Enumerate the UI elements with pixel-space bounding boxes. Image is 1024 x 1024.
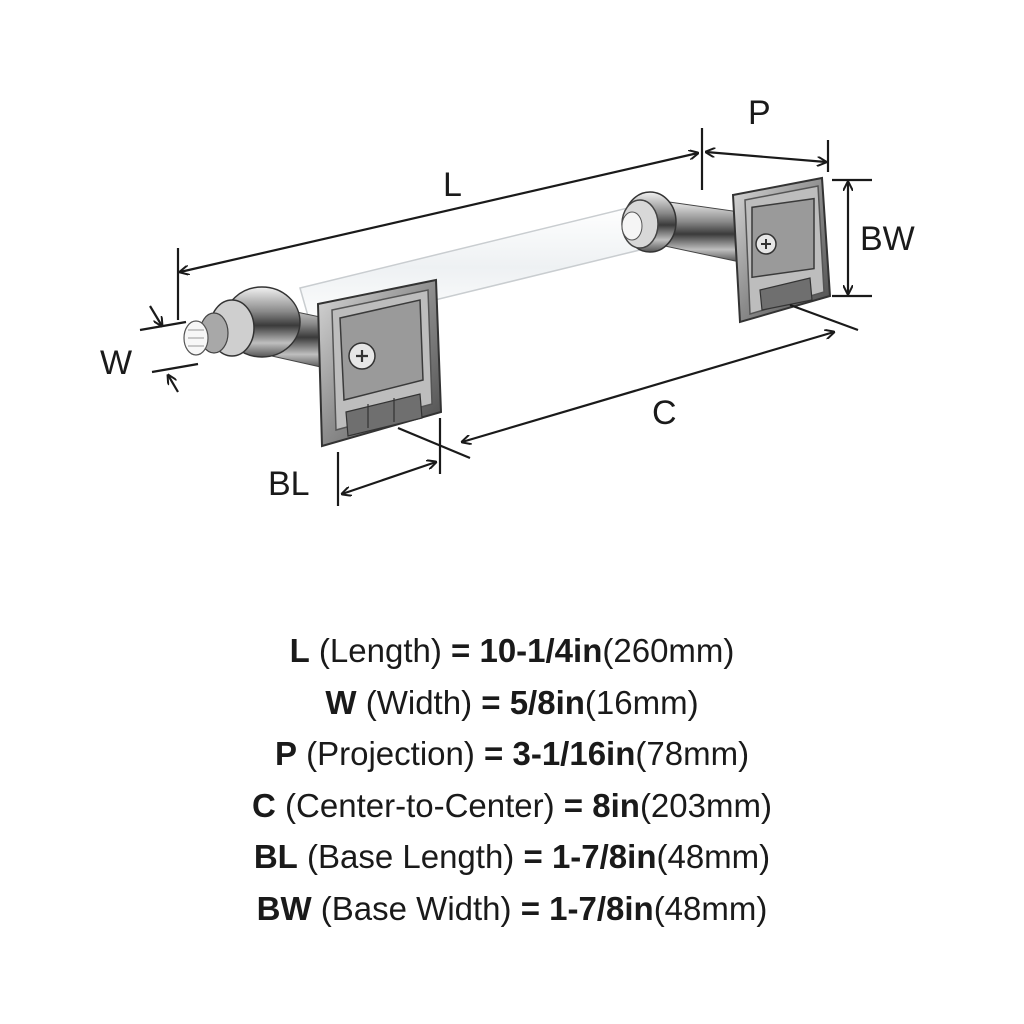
spec-line-length: L (Length) = 10-1/4in(260mm) <box>289 632 735 669</box>
projection-dimension-line <box>706 152 826 162</box>
base-width-label: BW <box>860 220 915 258</box>
left-mounting-base <box>316 278 443 448</box>
left-post <box>183 286 326 369</box>
dimension-lines <box>139 128 872 506</box>
length-dimension-line <box>180 153 698 272</box>
width-dimension-arrow-bottom <box>168 375 179 393</box>
spec-line-base-width: BW (Base Width) = 1-7/8in(48mm) <box>256 889 768 927</box>
spec-line-base-length: BL (Base Length) = 1-7/8in(48mm) <box>253 838 771 875</box>
right-post <box>621 191 741 263</box>
width-label: W <box>100 344 132 382</box>
spec-line-width: W (Width) = 5/8in(16mm) <box>325 683 699 721</box>
dimension-spec-list: L (Length) = 10-1/4in(260mm) W (Width) =… <box>0 625 1024 934</box>
center-to-center-label: C <box>652 394 677 432</box>
right-mounting-base <box>731 176 832 324</box>
projection-label: P <box>748 94 771 132</box>
spec-line-center-to-center: C (Center-to-Center) = 8in(203mm) <box>252 786 772 824</box>
spec-line-projection: P (Projection) = 3-1/16in(78mm) <box>274 735 750 772</box>
center-to-center-dimension-line <box>462 332 834 442</box>
length-label: L <box>443 166 462 204</box>
width-dimension-arrow-top <box>149 305 162 326</box>
towel-bar-illustration <box>183 176 832 448</box>
base-length-label: BL <box>268 465 310 503</box>
base-length-dimension-line <box>342 462 436 494</box>
product-dimension-diagram: L P BW C BL W <box>100 94 915 506</box>
